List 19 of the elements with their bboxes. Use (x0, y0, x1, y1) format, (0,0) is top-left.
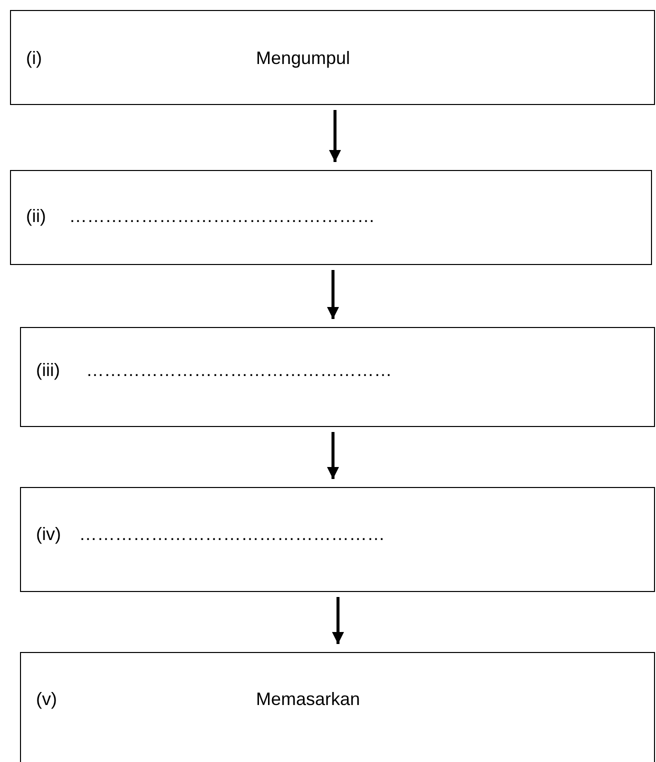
process-box (20, 652, 655, 762)
fill-in-line: …………………………………………… (69, 205, 375, 227)
process-box (20, 487, 655, 592)
process-box (20, 327, 655, 427)
step-number: (iv) (36, 523, 61, 545)
arrow (329, 110, 341, 162)
fill-in-line: …………………………………………… (86, 359, 392, 381)
step-number: (ii) (26, 205, 46, 227)
step-number: (iii) (36, 359, 60, 381)
arrow (332, 597, 344, 644)
process-box (10, 170, 652, 265)
step-label: Mengumpul (256, 47, 350, 69)
step-number: (i) (26, 47, 42, 69)
step-number: (v) (36, 688, 57, 710)
fill-in-line: …………………………………………… (79, 523, 385, 545)
arrow (327, 270, 339, 319)
arrow (327, 432, 339, 479)
process-box (10, 10, 655, 105)
step-label: Memasarkan (256, 688, 360, 710)
